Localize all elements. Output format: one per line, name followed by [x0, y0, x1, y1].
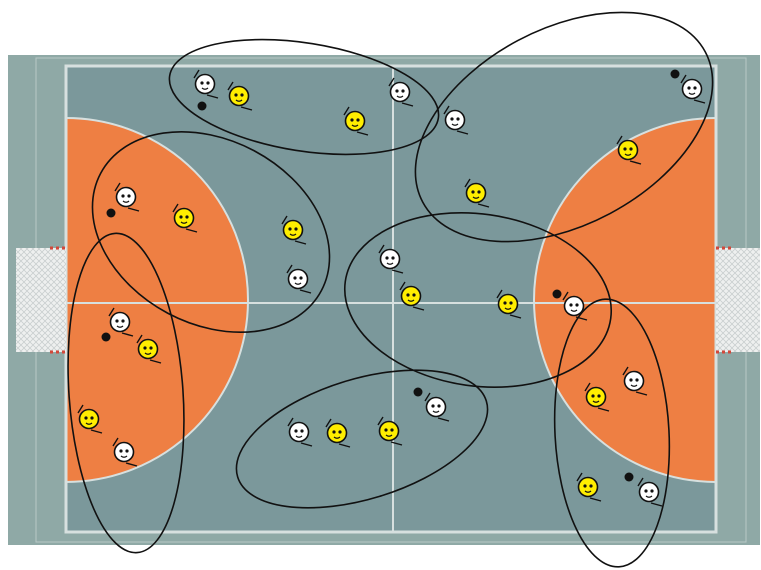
left-goal — [16, 248, 66, 352]
ball-icon — [107, 209, 116, 218]
ball-icon — [625, 473, 634, 482]
ball-icon — [671, 70, 680, 79]
ball-icon — [198, 102, 207, 111]
ball-icon — [553, 290, 562, 299]
ball-icon — [102, 333, 111, 342]
ball-icon — [414, 388, 423, 397]
right-goal — [716, 248, 760, 352]
